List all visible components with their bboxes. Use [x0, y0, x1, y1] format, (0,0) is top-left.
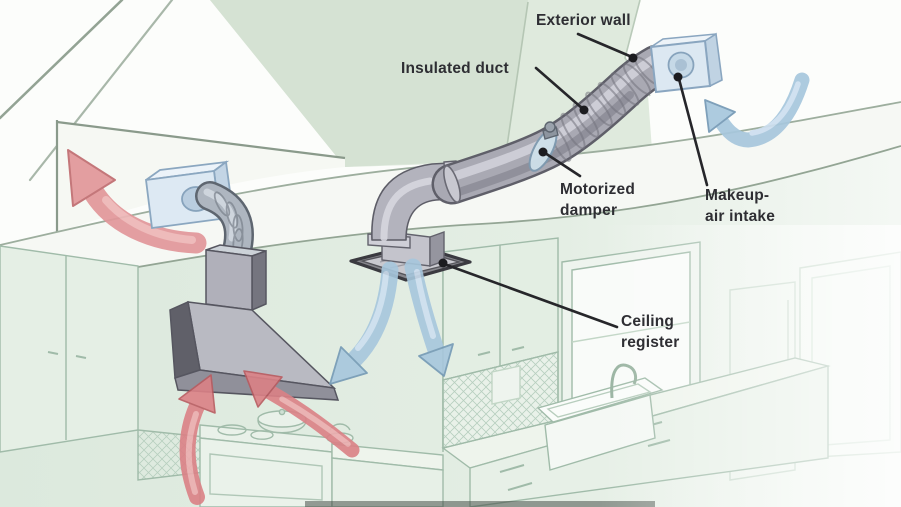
register-airflow-arrows	[329, 258, 454, 385]
exhaust-air-arrow-left	[178, 374, 216, 505]
label-text: Motorized	[560, 181, 635, 198]
exhaust-air-arrow	[67, 149, 207, 254]
leader-dot	[673, 72, 683, 82]
leader-dot	[438, 258, 448, 268]
leader-motorized-damper	[543, 151, 582, 178]
makeup-air-arrow-right	[404, 258, 454, 377]
label-makeup-air-intake: Makeup- air intake	[705, 185, 775, 227]
label-ceiling-register: Ceiling register	[621, 311, 679, 353]
upper-wall	[210, 0, 652, 167]
label-text: Ceiling	[621, 313, 675, 330]
hood-chimney	[205, 244, 267, 312]
range-hood	[169, 244, 340, 401]
exhaust-flex-duct	[195, 181, 254, 269]
leader-lines	[438, 32, 709, 329]
makeup-air-duct	[431, 44, 678, 205]
exhaust-air-arrow-right	[243, 370, 360, 458]
label-text: Makeup-	[705, 187, 770, 204]
label-insulated-duct: Insulated duct	[401, 58, 509, 79]
leader-exterior-wall	[576, 32, 634, 59]
leader-dot	[538, 147, 548, 157]
cooking-exhaust-arrows	[178, 370, 360, 505]
roofline	[0, 0, 174, 182]
makeup-air-arrow-left	[329, 261, 399, 385]
label-text: Exterior wall	[536, 12, 631, 29]
label-text: damper	[560, 202, 618, 219]
makeup-air-arrow	[704, 72, 810, 148]
label-text: register	[621, 334, 680, 351]
leader-dot	[628, 53, 638, 63]
duct-joint-collar	[443, 165, 461, 203]
label-text: Insulated duct	[401, 60, 509, 77]
wall-corner-line	[504, 1, 529, 161]
leader-insulated-duct	[534, 66, 585, 111]
makeup-air-intake-vent	[649, 32, 723, 94]
fade-overlay	[600, 225, 901, 507]
leader-dot	[579, 105, 589, 115]
leader-makeup-air-intake	[677, 77, 709, 187]
label-motorized-damper: Motorized damper	[560, 179, 635, 221]
leader-ceiling-register	[442, 262, 619, 329]
label-text: air intake	[705, 208, 776, 225]
label-exterior-wall: Exterior wall	[536, 10, 631, 31]
